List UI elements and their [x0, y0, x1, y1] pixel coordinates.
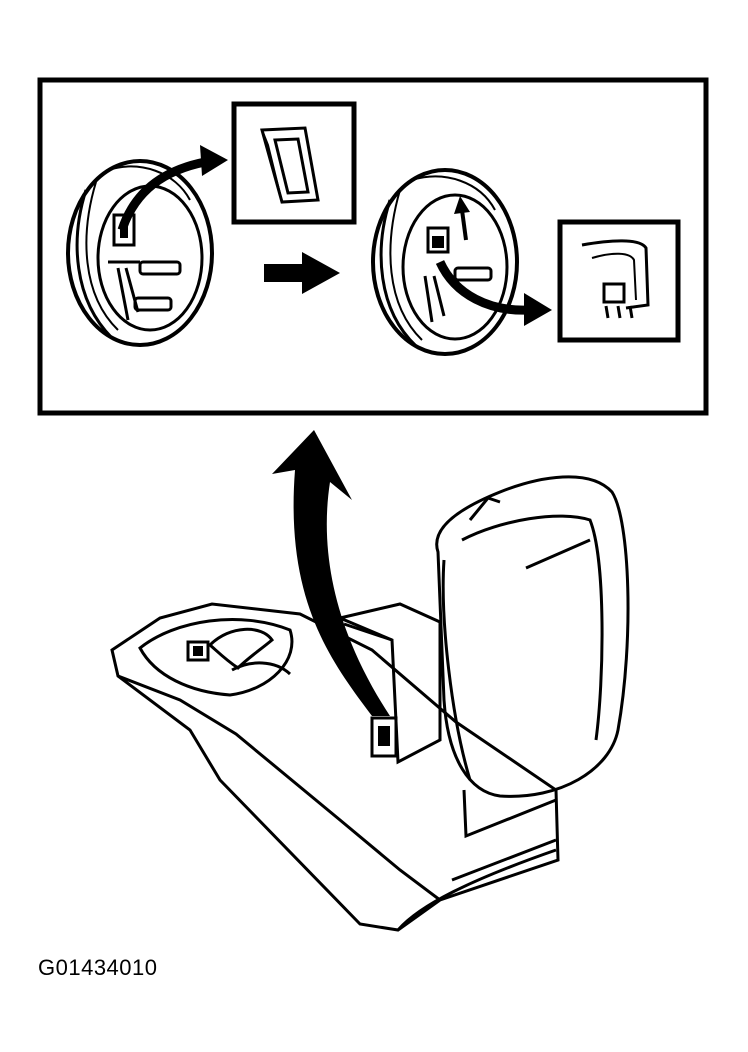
clip-ring-shade: [379, 199, 418, 348]
curved-arrow-up-head: [200, 145, 228, 176]
zoom-latch-before: [231, 101, 357, 225]
armrest-seam: [525, 538, 591, 570]
armrest-cushion-inner: [461, 514, 604, 741]
clip-slot: [138, 260, 182, 276]
latch-body-inner: [273, 137, 310, 195]
small-up-arrow-head: [454, 196, 470, 214]
clip-rib: [423, 275, 446, 323]
latch-arm-inner: [591, 252, 637, 301]
locator-arrow: [272, 430, 390, 716]
clip-ring-shade-3: [107, 165, 191, 201]
mount-clip-slot: [378, 726, 390, 746]
armrest-cushion: [435, 475, 630, 798]
console-top-edge: [117, 674, 441, 902]
console-body-outline: [110, 602, 560, 932]
transition-arrow-shaft: [264, 264, 306, 282]
clip-before: [66, 145, 228, 347]
cupholder-wave: [207, 627, 274, 670]
center-console: [110, 475, 630, 932]
curved-arrow-up: [117, 157, 206, 232]
detail-inset: [37, 77, 709, 416]
locator-arrow-body: [272, 430, 390, 716]
clip-rib: [116, 267, 140, 321]
clip-ring-shade-3: [411, 175, 496, 211]
clip-outer-ring: [66, 159, 214, 347]
transition-arrow-head: [302, 252, 340, 294]
clip-ring-shade: [75, 189, 114, 340]
console-base-line: [451, 838, 557, 882]
latch-arm: [581, 239, 650, 310]
cupholder-wave-2: [231, 661, 292, 676]
curved-arrow-out: [435, 259, 531, 315]
latch-tab: [426, 226, 450, 254]
clip-outer-ring: [371, 168, 519, 356]
zoom-latch-after: [557, 219, 681, 343]
latch-foot: [602, 282, 626, 304]
clip-ring-shade-2: [389, 189, 423, 341]
clip-after: [371, 168, 552, 356]
console-switch: [186, 640, 210, 662]
armrest-top-lip: [468, 496, 501, 521]
armrest-cushion-side: [441, 559, 472, 781]
latch-tab-slot: [432, 236, 444, 248]
mount-clip: [370, 716, 398, 758]
latch-foot-tips: [604, 305, 634, 319]
clip-inner-ring: [401, 193, 509, 341]
small-up-arrow: [460, 209, 468, 241]
zoom-frame: [231, 101, 357, 225]
clip-ring-shade-2: [85, 181, 119, 331]
figure-code: G01434010: [38, 955, 158, 980]
latch-body-side: [261, 129, 283, 203]
console-switch-slot: [193, 646, 203, 656]
clip-slot: [453, 266, 493, 282]
transition-arrow: [264, 252, 340, 294]
console-lower-edge: [396, 848, 557, 931]
hinge-bracket-line: [343, 622, 393, 642]
cupholder-recess: [138, 618, 294, 697]
curved-arrow-out-head: [524, 293, 552, 326]
armrest-support: [462, 789, 557, 839]
